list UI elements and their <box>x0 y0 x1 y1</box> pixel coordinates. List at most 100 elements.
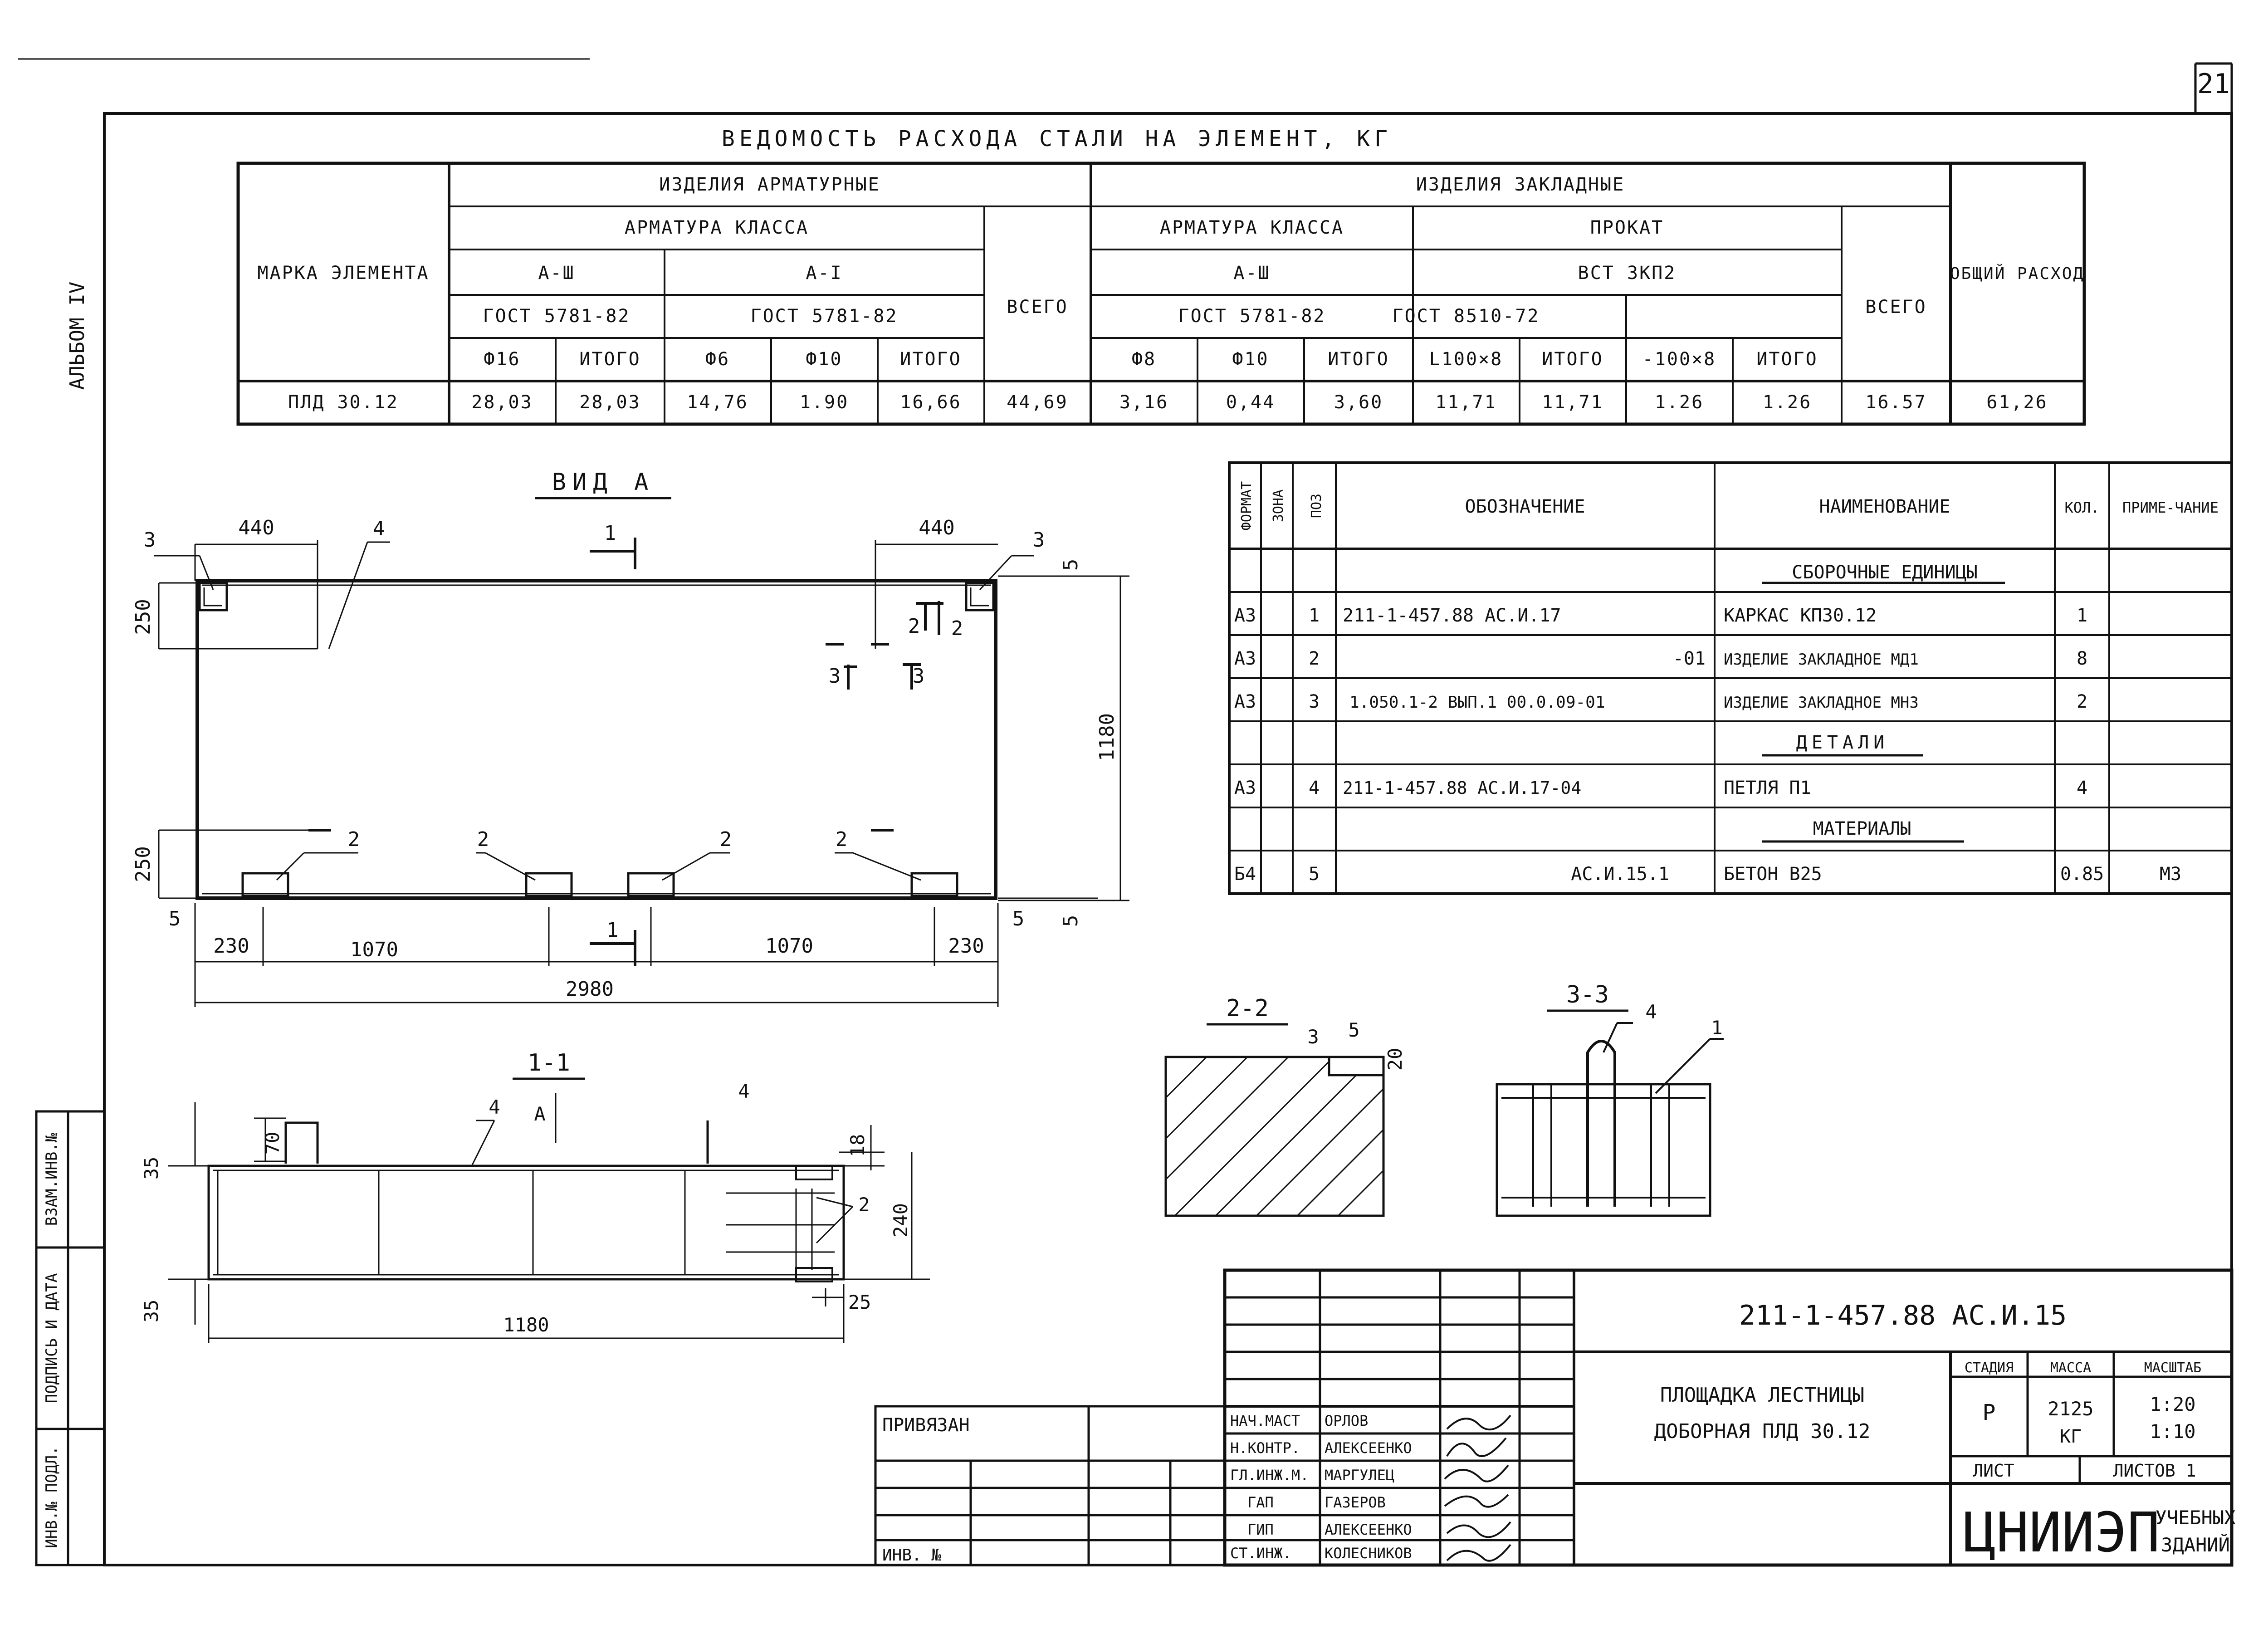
sub-2: Ф6 <box>705 349 730 370</box>
h-arm-class-2: АРМАТУРА КЛАССА <box>1160 217 1344 238</box>
spec-r3-pos: 3 <box>1309 691 1320 712</box>
dim-250-a: 250 <box>132 599 155 635</box>
cut-1-top: 1 <box>604 522 616 545</box>
h-overall: ОБЩИЙ РАСХОД <box>1950 264 2084 283</box>
spec-r1-fmt: А3 <box>1234 605 1256 626</box>
row-v7: 3,16 <box>1119 392 1168 413</box>
s33-pos-1: 1 <box>1711 1017 1722 1039</box>
section-3-3-drawing <box>1496 1022 1724 1217</box>
scale-2: 1:10 <box>2150 1420 2195 1443</box>
h-total-1: ВСЕГО <box>1007 297 1068 318</box>
spec-table-text: ФОРМАТ ЗОНА ПОЗ ОБОЗНАЧЕНИЕ НАИМЕНОВАНИЕ… <box>1234 481 2219 885</box>
spec-r3-des: 1.050.1-2 ВЫП.1 00.0.09-01 <box>1349 693 1605 712</box>
pos-3-a: 3 <box>144 528 156 552</box>
sub-5: Ф8 <box>1132 349 1156 370</box>
h-gost-1: ГОСТ 5781-82 <box>483 306 631 327</box>
name-5: КОЛЕСНИКОВ <box>1325 1545 1412 1562</box>
view-a-title: ВИД А <box>552 469 655 496</box>
pos-2-b: 2 <box>477 828 489 851</box>
spec-h-name: НАИМЕНОВАНИЕ <box>1819 496 1950 517</box>
steel-table-title: ВЕДОМОСТЬ РАСХОДА СТАЛИ НА ЭЛЕМЕНТ, КГ <box>722 126 1392 152</box>
cut-1-bottom: 1 <box>606 919 619 942</box>
title-line-2: ДОБОРНАЯ ПЛД 30.12 <box>1654 1420 1871 1443</box>
pos-4-a: 4 <box>489 1096 500 1118</box>
sheet-label: ЛИСТ <box>1973 1461 2014 1481</box>
section-1-1-title: 1-1 <box>528 1049 570 1076</box>
h-emb-items: ИЗДЕЛИЯ ЗАКЛАДНЫЕ <box>1416 174 1625 195</box>
sub-7: ИТОГО <box>1328 349 1389 370</box>
spec-r4-des: 211-1-457.88 АС.И.17-04 <box>1343 778 1581 798</box>
row-v8: 0,44 <box>1226 392 1275 413</box>
dim-35-b: 35 <box>140 1300 162 1323</box>
spec-r4-fmt: А3 <box>1234 778 1256 798</box>
cut-3-right: 3 <box>913 665 925 688</box>
view-arrow-a: А <box>534 1103 545 1125</box>
sub-0: Ф16 <box>484 349 520 370</box>
stamp-original-inv: ИНВ.№ ПОДЛ. <box>43 1446 61 1548</box>
pos-3-b: 3 <box>1033 528 1045 552</box>
name-1: АЛЕКСЕЕНКО <box>1325 1439 1412 1457</box>
spec-r2-fmt: А3 <box>1234 648 1256 669</box>
h-arm-items: ИЗДЕЛИЯ АРМАТУРНЫЕ <box>659 174 880 195</box>
sheets-label: ЛИСТОВ 1 <box>2113 1461 2196 1481</box>
section-2-2-drawing <box>1164 1056 1385 1217</box>
sub-6: Ф10 <box>1232 349 1269 370</box>
row-v5: 16,66 <box>900 392 961 413</box>
org-logo: ЦНИИЭП <box>1963 1502 2160 1565</box>
dim-70: 70 <box>261 1132 284 1155</box>
pos-2-e: 2 <box>858 1194 870 1216</box>
stamp-signature-date: ПОДПИСЬ И ДАТА <box>43 1273 61 1404</box>
spec-h-zone: ЗОНА <box>1271 489 1286 522</box>
scale-1: 1:20 <box>2150 1393 2195 1415</box>
role-2: ГЛ.ИНЖ.М. <box>1230 1467 1309 1484</box>
spec-table-grid <box>1228 461 2233 895</box>
row-v11: 11,71 <box>1542 392 1603 413</box>
spec-r5-qty: 0.85 <box>2060 864 2104 885</box>
album-label: АЛЬБОМ IV <box>66 282 89 390</box>
spec-h-designation: ОБОЗНАЧЕНИЕ <box>1465 496 1585 517</box>
s22-dim-5: 5 <box>1348 1019 1359 1041</box>
name-3: ГАЗЕРОВ <box>1325 1494 1386 1511</box>
spec-r3-qty: 2 <box>2077 691 2087 712</box>
row-mark: ПЛД 30.12 <box>288 392 399 413</box>
role-1: Н.КОНТР. <box>1230 1439 1300 1457</box>
section-3-3-title: 3-3 <box>1566 981 1609 1008</box>
section-1-1-dims <box>168 1093 930 1343</box>
cut-3-left: 3 <box>829 665 841 688</box>
s33-pos-4: 4 <box>1645 1001 1657 1023</box>
row-v3: 14,76 <box>687 392 748 413</box>
section-1-1-labels: 70 35 35 18 240 25 1180 А 4 4 2 <box>140 1080 912 1336</box>
spec-r1-pos: 1 <box>1309 605 1320 626</box>
role-4: ГИП <box>1247 1521 1274 1538</box>
sub-8: L100×8 <box>1429 349 1503 370</box>
dim-440-b: 440 <box>919 516 954 539</box>
view-a-dimensions <box>154 540 1129 1007</box>
dim-240: 240 <box>890 1203 912 1238</box>
dim-230-b: 230 <box>948 934 984 958</box>
spec-h-note: ПРИМЕ-ЧАНИЕ <box>2122 499 2219 516</box>
role-0: НАЧ.МАСТ <box>1230 1412 1300 1429</box>
org-line-2: УЧЕБНЫХ <box>2155 1507 2235 1529</box>
left-stamp <box>35 1110 106 1566</box>
row-v15: 61,26 <box>1986 392 2048 413</box>
sub-11: ИТОГО <box>1756 349 1818 370</box>
dim-250-b: 250 <box>132 846 155 882</box>
dim-5-b: 5 <box>1012 907 1025 930</box>
spec-r1-qty: 1 <box>2077 605 2087 626</box>
h-rolled: ПРОКАТ <box>1590 217 1664 238</box>
s22-dim-20: 20 <box>1384 1048 1406 1071</box>
pos-2-a: 2 <box>348 828 360 851</box>
spec-r5-fmt: Б4 <box>1234 864 1256 885</box>
spec-r4-qty: 4 <box>2077 778 2087 798</box>
title-block-grid <box>874 1268 2234 1567</box>
h-mass: МАССА <box>2050 1360 2091 1376</box>
row-v4: 1.90 <box>800 392 849 413</box>
pos-2-c: 2 <box>720 828 732 851</box>
pos-2-d: 2 <box>836 828 848 851</box>
h-gost-2: ГОСТ 5781-82 <box>751 306 898 327</box>
spec-r5-name: БЕТОН В25 <box>1724 864 1822 885</box>
h-arm-class: АРМАТУРА КЛАССА <box>625 217 809 238</box>
dim-18: 18 <box>846 1134 869 1157</box>
sub-10: -100×8 <box>1642 349 1716 370</box>
page-number: 21 <box>2197 68 2230 100</box>
